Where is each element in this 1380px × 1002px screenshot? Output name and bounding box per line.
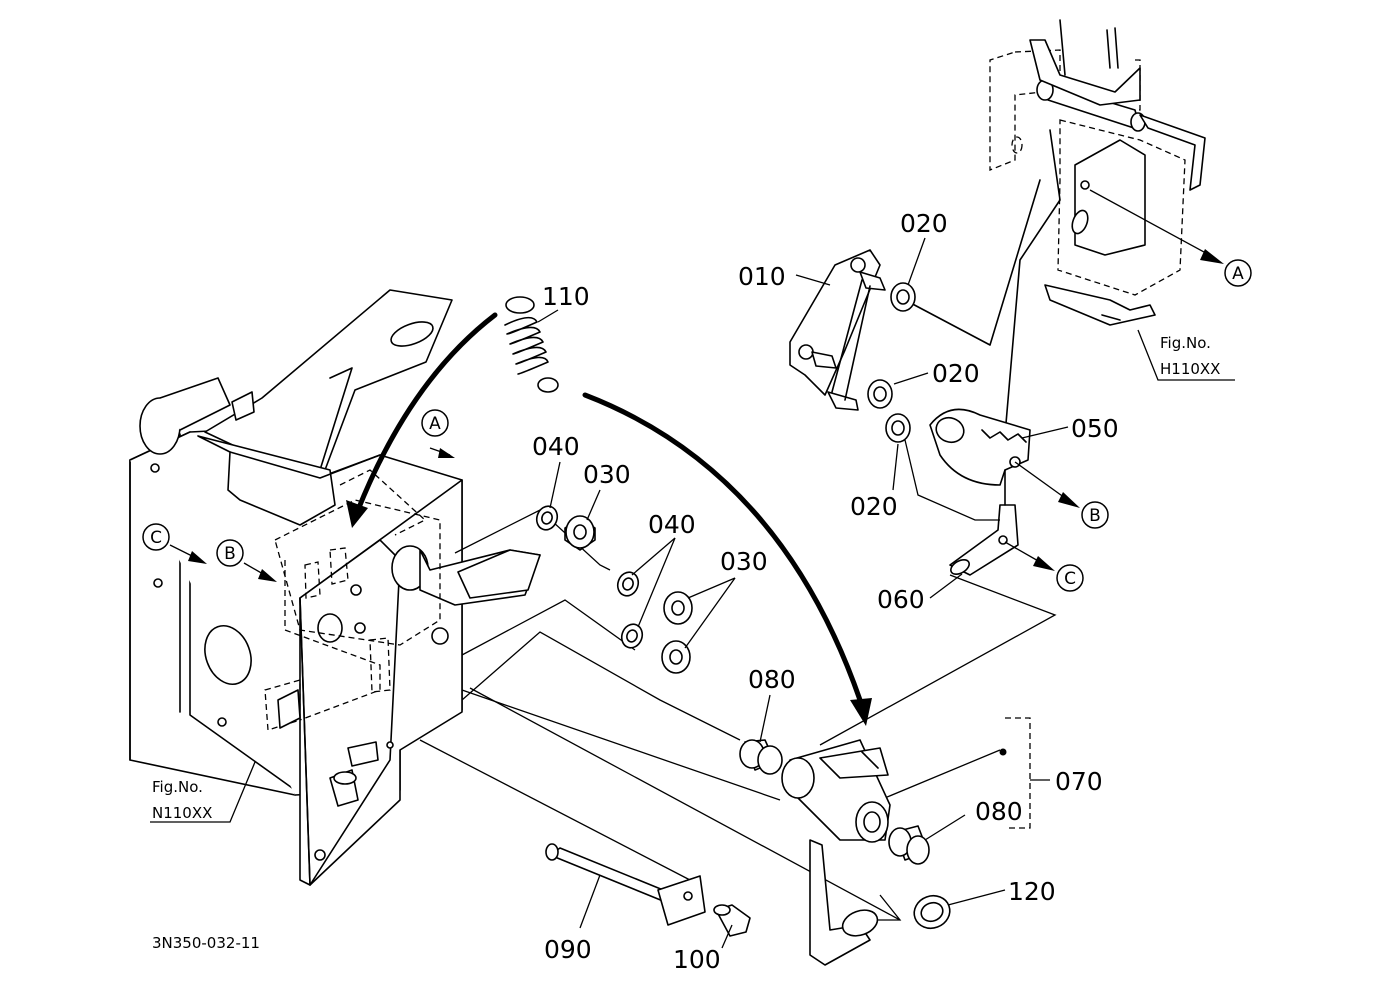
washer-020-3 (885, 413, 911, 443)
washer-020-1 (890, 282, 916, 312)
assembly-arrows (346, 312, 872, 726)
frame-bracket-assembly (129, 289, 541, 886)
cam-plate-050 (929, 408, 1031, 486)
snap-ring-040-1 (535, 505, 559, 531)
part-label-030-top: 030 (583, 460, 631, 489)
part-label-020-top: 020 (900, 209, 948, 238)
pedal-pad-120 (913, 894, 951, 930)
part-label-020-low: 020 (850, 492, 898, 521)
part-label-030-pair: 030 (720, 547, 768, 576)
lever-plate-060 (949, 469, 1019, 576)
part-label-020-mid: 020 (932, 359, 980, 388)
bushing-080-1 (739, 739, 783, 775)
tension-spring-110 (504, 296, 559, 393)
part-number-labels: 010 020 020 020 050 060 110 040 030 040 … (532, 209, 1119, 974)
bushing-080-2 (888, 825, 930, 865)
ref-b-left: B (224, 544, 236, 564)
part-label-040-top: 040 (532, 432, 580, 461)
part-label-080-top: 080 (748, 665, 796, 694)
diagram-code: 3N350-032-11 (152, 934, 260, 952)
part-label-120: 120 (1008, 877, 1056, 906)
part-label-110: 110 (542, 282, 590, 311)
pin-090 (545, 843, 706, 926)
ref-c-left: C (150, 528, 162, 548)
part-label-080-low: 080 (975, 797, 1023, 826)
fig-ref-right-line2: H110XX (1160, 360, 1220, 378)
assembly-lines (419, 509, 1057, 921)
collar-030-3 (661, 640, 691, 674)
reference-markers: A C B A B C (142, 189, 1252, 592)
washer-020-2 (867, 379, 893, 409)
part-label-050: 050 (1071, 414, 1119, 443)
fig-ref-left: Fig.No. N110XX (152, 778, 212, 822)
part-label-040-pair: 040 (648, 510, 696, 539)
snap-ring-040-3 (620, 623, 644, 649)
pedal-arm-070 (781, 739, 1007, 966)
part-label-090: 090 (544, 935, 592, 964)
bolt-100 (713, 904, 751, 937)
part-label-060: 060 (877, 585, 925, 614)
ref-a-left: A (429, 414, 441, 434)
collar-030-1 (564, 515, 596, 551)
fig-ref-left-line2: N110XX (152, 804, 212, 822)
collar-030-2 (663, 591, 693, 625)
part-label-070: 070 (1055, 767, 1103, 796)
link-plate-010 (789, 249, 886, 411)
part-label-010: 010 (738, 262, 786, 291)
fig-ref-left-line1: Fig.No. (152, 778, 203, 796)
snap-ring-040-2 (616, 571, 640, 597)
ref-a-right: A (1232, 264, 1244, 284)
part-leaders (537, 237, 1069, 949)
ref-b-right: B (1089, 506, 1101, 526)
part-label-100: 100 (673, 945, 721, 974)
pedal-bracket-assembly (904, 19, 1206, 436)
fig-ref-right-line1: Fig.No. (1160, 334, 1211, 352)
fig-ref-right: Fig.No. H110XX (1160, 334, 1220, 378)
ref-c-right: C (1064, 569, 1076, 589)
